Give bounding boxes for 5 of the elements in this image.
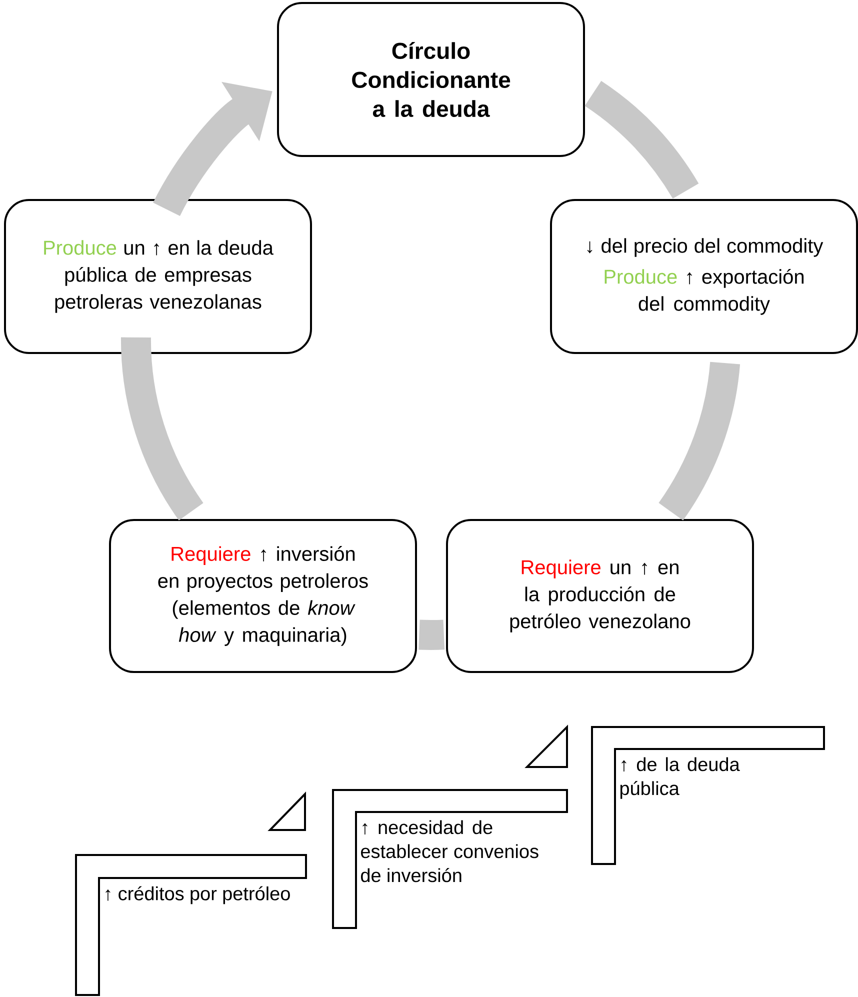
process-box: Requiere ↑ inversión en proyectos petroleros (elementos de know how y maquinaria) [109,519,417,673]
process-box: ↓ del precio del commodity Produce ↑ exportación del commodity [550,199,858,354]
process-box: Produce un ↑ en la deuda pública de empresas petroleras venezolanas [4,199,312,354]
title-box: Círculo Condicionante a la deuda [277,2,585,157]
process-box: Requiere un ↑ en la producción de petróleo venezolano [446,519,754,673]
